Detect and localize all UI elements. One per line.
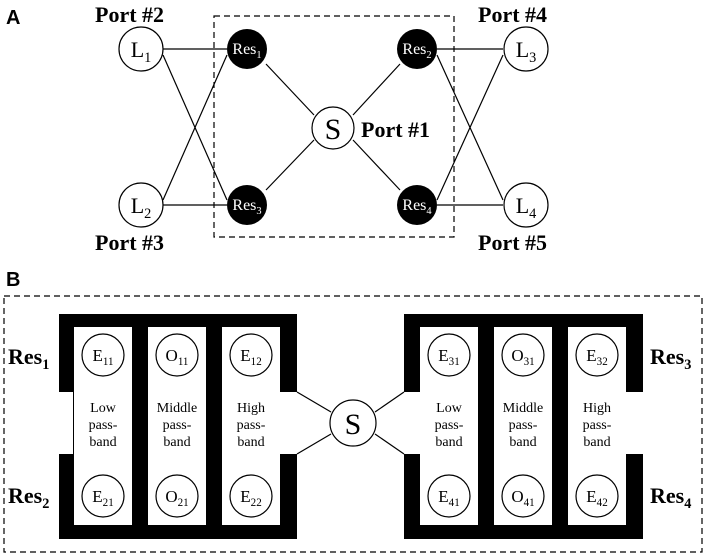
load-l2: L2	[118, 182, 164, 228]
circle-o41: O41	[501, 474, 545, 518]
resonator-res1: Res1	[227, 29, 267, 69]
svg-text:L3: L3	[516, 37, 537, 66]
svg-text:L2: L2	[131, 193, 152, 222]
circle-e32: E32	[575, 333, 619, 377]
svg-text:E21: E21	[92, 487, 113, 509]
svg-text:E41: E41	[438, 487, 459, 509]
resonator-res3: Res3	[227, 185, 267, 225]
band-high-right-1: High	[583, 401, 611, 416]
circle-o11: O11	[155, 333, 199, 377]
circle-e41: E41	[427, 474, 471, 518]
band-labels-right: Low pass- band Middle pass- band High pa…	[435, 401, 612, 450]
band-mid-left-2: pass-	[163, 418, 192, 433]
svg-text:E31: E31	[438, 346, 459, 368]
panel-a-connections	[162, 48, 504, 206]
band-labels-left: Low pass- band Middle pass- band High pa…	[89, 401, 266, 450]
band-mid-right-3: band	[509, 435, 536, 450]
source-node-b: S	[329, 399, 377, 447]
svg-text:O41: O41	[511, 487, 534, 509]
band-high-left-2: pass-	[237, 418, 266, 433]
panel-a-label: A	[6, 7, 20, 29]
band-high-left-3: band	[237, 435, 264, 450]
circle-e11: E11	[81, 333, 125, 377]
circle-e22: E22	[229, 474, 273, 518]
circle-e31: E31	[427, 333, 471, 377]
svg-text:O11: O11	[166, 346, 189, 368]
svg-text:L1: L1	[131, 37, 152, 66]
panel-a-dashed-box	[213, 15, 455, 238]
band-mid-right-2: pass-	[509, 418, 538, 433]
svg-text:E22: E22	[240, 487, 261, 509]
svg-text:Res1: Res1	[232, 41, 261, 61]
circle-o31: O31	[501, 333, 545, 377]
circle-e21: E21	[81, 474, 125, 518]
port-3-label: Port #3	[95, 230, 164, 255]
panel-b-dashed-box	[3, 295, 703, 553]
res3-label: Res3	[650, 344, 691, 373]
panel-b-label: B	[6, 269, 20, 291]
svg-text:E12: E12	[240, 346, 261, 368]
band-mid-left-3: band	[163, 435, 190, 450]
circle-o21: O21	[155, 474, 199, 518]
load-l3: L3	[503, 26, 549, 72]
band-low-left-2: pass-	[89, 418, 118, 433]
svg-text:O31: O31	[511, 346, 534, 368]
svg-text:S: S	[345, 408, 362, 441]
circle-e42: E42	[575, 474, 619, 518]
res2-label: Res2	[8, 483, 49, 512]
band-low-left-1: Low	[90, 401, 117, 416]
band-high-right-2: pass-	[583, 418, 612, 433]
svg-text:S: S	[325, 113, 342, 146]
port-5-label: Port #5	[478, 230, 547, 255]
load-l1: L1	[118, 26, 164, 72]
svg-text:O21: O21	[165, 487, 188, 509]
band-high-right-3: band	[583, 435, 610, 450]
band-low-right-2: pass-	[435, 418, 464, 433]
resonator-res4: Res4	[397, 185, 437, 225]
source-node-a: S	[311, 106, 355, 150]
svg-text:E11: E11	[92, 346, 113, 368]
band-low-right-3: band	[435, 435, 462, 450]
port-1-label: Port #1	[361, 117, 430, 142]
band-mid-right-1: Middle	[503, 401, 543, 416]
svg-text:Res3: Res3	[232, 197, 261, 217]
circle-e12: E12	[229, 333, 273, 377]
svg-text:E32: E32	[586, 346, 607, 368]
resonator-res2: Res2	[397, 29, 437, 69]
svg-text:E42: E42	[586, 487, 607, 509]
res4-label: Res4	[650, 483, 691, 512]
band-high-left-1: High	[237, 401, 265, 416]
load-l4: L4	[503, 182, 549, 228]
svg-text:Res4: Res4	[402, 197, 432, 217]
svg-text:Res2: Res2	[402, 41, 431, 61]
port-2-label: Port #2	[95, 2, 164, 27]
svg-text:L4: L4	[516, 193, 537, 222]
res1-label: Res1	[8, 344, 49, 373]
band-low-left-3: band	[89, 435, 116, 450]
band-mid-left-1: Middle	[157, 401, 197, 416]
band-low-right-1: Low	[436, 401, 463, 416]
port-4-label: Port #4	[478, 2, 547, 27]
